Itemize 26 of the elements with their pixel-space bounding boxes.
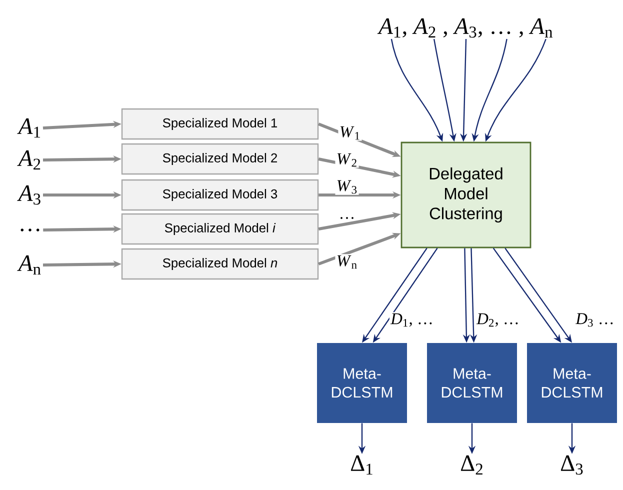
variable-label: … — [20, 228, 40, 232]
meta-box: Meta- DCLSTM — [317, 343, 407, 423]
edge-label: W$_{3}$ — [335, 179, 359, 195]
edge-label: W$_{2}$ — [335, 152, 359, 168]
variable-label: Δ$_{3}$ — [560, 455, 583, 475]
edge-label: … — [338, 216, 356, 220]
edge-label: D$_{1}$, … — [389, 312, 435, 328]
variable-label: A$_{n}$ — [17, 255, 41, 275]
meta-box: Meta- DCLSTM — [427, 343, 517, 423]
variable-label: A$_{2}$ — [17, 150, 40, 170]
edge-label: W$_{n}$ — [335, 254, 359, 270]
edge-label: D$_{3}$ … — [574, 312, 616, 328]
meta-box: Meta- DCLSTM — [527, 343, 617, 423]
model-box: Specialized Model i — [121, 213, 319, 245]
variable-label: Δ$_{2}$ — [460, 455, 482, 475]
model-box: Specialized Model n — [121, 248, 319, 280]
clustering-box: Delegated Model Clustering — [400, 142, 532, 248]
model-box: Specialized Model 3 — [121, 179, 319, 211]
variable-label: A$_{1}$ — [17, 118, 40, 138]
edge-label: D$_{2}$, … — [475, 312, 521, 328]
model-box: Specialized Model 2 — [121, 143, 319, 175]
edge-label: W$_{1}$ — [338, 125, 362, 141]
variable-label: A$_{1}$, A$_{2}$ , A$_{3}$, … , A$_{n}$ — [377, 18, 553, 38]
variable-label: A$_{3}$ — [17, 185, 40, 205]
variable-label: Δ$_{1}$ — [350, 455, 372, 475]
model-box: Specialized Model 1 — [121, 108, 319, 140]
